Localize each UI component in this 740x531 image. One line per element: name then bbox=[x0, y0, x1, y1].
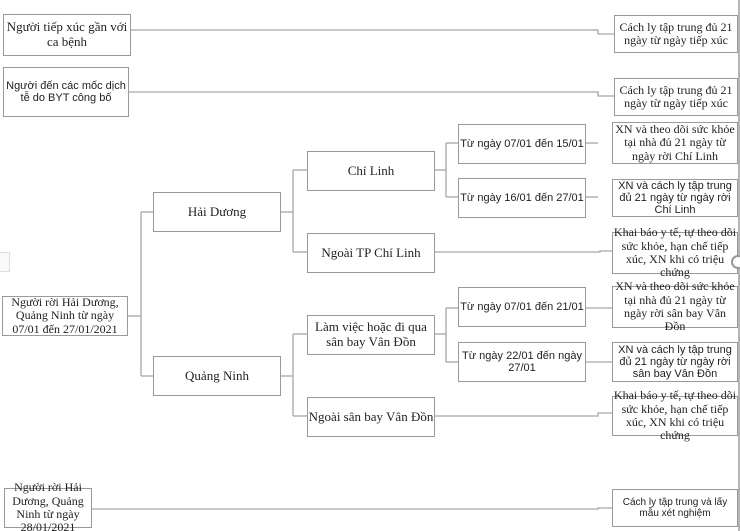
node-chi-linh-period-2-action: XN và cách ly tập trung đủ 21 ngày từ ng… bbox=[612, 179, 738, 217]
node-van-don-period-1-action: XN và theo dõi sức khỏe tại nhà đủ 21 ng… bbox=[612, 279, 738, 333]
node-van-don-period-1: Từ ngày 07/01 đến 21/01 bbox=[458, 287, 586, 327]
resize-handle[interactable] bbox=[731, 255, 740, 269]
node-epidemic-locations: Người đến các mốc dịch tễ do BYT công bố bbox=[3, 67, 129, 117]
node-ngoai-van-don: Ngoài sân bay Vân Đồn bbox=[307, 397, 435, 437]
node-van-don-airport: Làm việc hoặc đi qua sân bay Vân Đồn bbox=[307, 315, 435, 355]
node-close-contact-action: Cách ly tập trung đủ 21 ngày từ ngày tiế… bbox=[614, 15, 738, 53]
node-chi-linh-period-1: Từ ngày 07/01 đến 15/01 bbox=[458, 124, 586, 164]
node-ngoai-van-don-action: Khai báo y tế, tự theo dõi sức khỏe, hạn… bbox=[612, 388, 738, 443]
node-chi-linh: Chí Linh bbox=[307, 151, 435, 191]
node-epidemic-locations-action: Cách ly tập trung đủ 21 ngày từ ngày tiế… bbox=[614, 78, 738, 116]
connector-ngoai-vd-action bbox=[434, 412, 612, 417]
node-ngoai-chi-linh-action: Khai báo y tế, tự theo dõi sức khỏe, hạn… bbox=[612, 225, 738, 280]
connector-contact-to-action bbox=[131, 29, 618, 35]
node-close-contact: Người tiếp xúc gần với ca bệnh bbox=[3, 14, 131, 56]
node-van-don-period-2-action: XN và cách ly tập trung đủ 21 ngày từ ng… bbox=[612, 342, 738, 382]
node-chi-linh-period-1-action: XN và theo dõi sức khỏe tại nhà đủ 21 ng… bbox=[612, 122, 738, 164]
connector-epidemic-to-action bbox=[129, 91, 618, 97]
node-chi-linh-period-2: Từ ngày 16/01 đến 27/01 bbox=[458, 178, 586, 218]
node-van-don-period-2: Từ ngày 22/01 đến ngày 27/01 bbox=[458, 342, 586, 382]
node-hai-duong: Hải Dương bbox=[153, 192, 281, 232]
node-ngoai-tp-chi-linh: Ngoài TP Chí Linh bbox=[307, 233, 435, 273]
node-quang-ninh: Quảng Ninh bbox=[153, 356, 281, 396]
node-left-hd-qn-0701-2701: Người rời Hải Dương, Quảng Ninh từ ngày … bbox=[2, 295, 128, 336]
connector-ngoai-cl-action bbox=[434, 250, 612, 253]
side-tab-handle[interactable] bbox=[0, 252, 10, 272]
connector-late-to-action bbox=[92, 507, 612, 510]
node-left-hd-qn-2801: Người rời Hải Dương, Quảng Ninh từ ngày … bbox=[4, 480, 92, 531]
node-late-action: Cách ly tập trung và lấy mẫu xét nghiệm bbox=[612, 489, 738, 527]
